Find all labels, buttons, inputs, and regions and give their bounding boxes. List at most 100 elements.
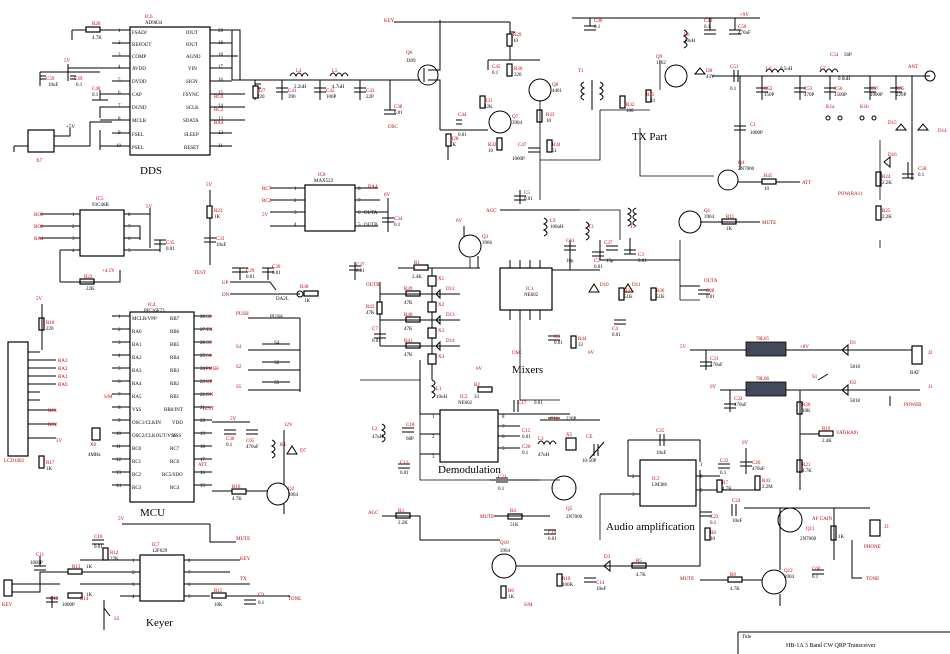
svg-text:RC1: RC1 xyxy=(132,460,142,465)
svg-text:R24: R24 xyxy=(882,175,891,180)
svg-text:470P: 470P xyxy=(804,93,815,98)
svg-text:R8: R8 xyxy=(710,531,716,536)
svg-text:CAP: CAP xyxy=(132,93,142,98)
svg-text:R22: R22 xyxy=(84,275,93,280)
svg-text:0.1: 0.1 xyxy=(492,71,499,76)
svg-text:IC1: IC1 xyxy=(526,287,534,292)
svg-text:C5: C5 xyxy=(524,191,530,196)
svg-text:RC2: RC2 xyxy=(262,199,272,204)
svg-text:KEY: KEY xyxy=(384,19,395,24)
svg-text:Q3: Q3 xyxy=(482,235,489,240)
svg-text:RC7: RC7 xyxy=(170,447,180,452)
svg-text:DGND: DGND xyxy=(132,106,147,111)
svg-text:R17: R17 xyxy=(46,461,55,466)
svg-text:0.1: 0.1 xyxy=(704,25,711,30)
svg-text:D14: D14 xyxy=(446,339,455,344)
svg-text:R21: R21 xyxy=(802,463,811,468)
svg-text:TX: TX xyxy=(240,577,247,582)
svg-text:C26: C26 xyxy=(752,461,761,466)
svg-text:C49: C49 xyxy=(704,19,713,24)
c40-label: C40 xyxy=(92,87,101,92)
svg-text:3904: 3904 xyxy=(784,575,795,580)
mcu-section-label: MCU xyxy=(140,507,165,519)
svg-text:5V: 5V xyxy=(262,213,269,218)
tx-section-label: TX Part xyxy=(632,131,667,143)
svg-text:DN: DN xyxy=(222,293,230,298)
svg-text:R16: R16 xyxy=(232,485,241,490)
svg-text:4.7K: 4.7K xyxy=(730,587,740,592)
svg-text:3906: 3906 xyxy=(482,241,493,246)
svg-text:D8: D8 xyxy=(706,69,713,74)
svg-text:Q10: Q10 xyxy=(500,541,509,546)
svg-text:2: 2 xyxy=(632,475,635,480)
tx-driver: R29 10 C45 0.1 R30 220 Q8 4401 R31 22K Q… xyxy=(440,22,563,162)
svg-text:0.1: 0.1 xyxy=(918,173,925,178)
svg-text:6V: 6V xyxy=(384,193,391,198)
svg-text:IC2: IC2 xyxy=(460,395,468,400)
svg-text:11: 11 xyxy=(116,445,121,450)
svg-text:R14: R14 xyxy=(80,597,89,602)
svg-text:2: 2 xyxy=(432,435,435,440)
svg-text:RA0: RA0 xyxy=(58,383,68,388)
svg-text:3904: 3904 xyxy=(704,215,715,220)
svg-text:R13: R13 xyxy=(72,565,81,570)
svg-text:C12: C12 xyxy=(50,597,59,602)
svg-text:DN: DN xyxy=(206,393,214,398)
svg-text:10uH: 10uH xyxy=(436,395,448,400)
svg-text:D7: D7 xyxy=(300,449,307,454)
dds-section: IC6 AD9834 FSADJ REFOUT COMP AVDD DVDD C… xyxy=(13,15,245,177)
svg-text:C7: C7 xyxy=(372,327,378,332)
svg-text:5: 5 xyxy=(128,249,131,254)
svg-text:220P: 220P xyxy=(566,417,577,422)
svg-text:C15: C15 xyxy=(522,429,531,434)
svg-text:Q9: Q9 xyxy=(656,55,663,60)
svg-text:10uH: 10uH xyxy=(684,39,696,44)
svg-text:78L05: 78L05 xyxy=(756,337,770,342)
svg-text:AF GAIN: AF GAIN xyxy=(812,517,833,522)
crystal-ladder: X1 X2 X3 X4 D12 D13 D14 R39 47K R40 47K … xyxy=(366,268,460,380)
ic4-pic16f73 xyxy=(129,311,195,503)
r26-value: 4.7K xyxy=(92,36,102,41)
svg-text:0.01: 0.01 xyxy=(554,341,563,346)
svg-text:14: 14 xyxy=(116,484,122,489)
svg-text:X6: X6 xyxy=(90,443,97,448)
svg-text:5V: 5V xyxy=(206,183,213,188)
svg-text:3: 3 xyxy=(132,583,135,588)
svg-text:1K: 1K xyxy=(508,595,515,600)
svg-text:10p: 10p xyxy=(566,259,574,264)
svg-text:10: 10 xyxy=(488,149,494,154)
svg-text:C31: C31 xyxy=(710,357,719,362)
svg-text:15: 15 xyxy=(200,484,206,489)
svg-text:CE: CE xyxy=(586,435,592,440)
c39-value: 0.1 xyxy=(76,83,83,88)
svg-text:0.1: 0.1 xyxy=(720,471,727,476)
svg-text:1: 1 xyxy=(700,463,703,468)
svg-text:AGC: AGC xyxy=(368,511,379,516)
svg-text:RA2: RA2 xyxy=(132,356,142,361)
svg-text:RA4: RA4 xyxy=(368,185,378,190)
svg-text:L2: L2 xyxy=(372,427,378,432)
svg-text:RB2: RB2 xyxy=(170,382,180,387)
svg-text:27: 27 xyxy=(200,328,206,333)
svg-text:10K: 10K xyxy=(802,409,811,414)
svg-text:IC3: IC3 xyxy=(652,477,660,482)
phone-jack xyxy=(869,519,881,537)
svg-text:10: 10 xyxy=(764,187,770,192)
svg-text:VSS: VSS xyxy=(132,408,141,413)
svg-text:C25: C25 xyxy=(656,429,665,434)
svg-text:0.5uH: 0.5uH xyxy=(780,67,793,72)
svg-text:REFOUT: REFOUT xyxy=(132,43,151,48)
svg-text:0.1: 0.1 xyxy=(258,601,265,606)
dds-rc0: RC0 xyxy=(214,95,224,100)
svg-text:1000P: 1000P xyxy=(30,561,43,566)
svg-text:TX: TX xyxy=(206,328,213,333)
svg-text:C45: C45 xyxy=(492,65,501,70)
svg-text:2: 2 xyxy=(294,199,297,204)
ic2-ne602 xyxy=(439,409,499,463)
svg-text:1162: 1162 xyxy=(656,61,666,66)
svg-text:6: 6 xyxy=(502,435,505,440)
svg-text:R23: R23 xyxy=(214,209,223,214)
reg-78l05 xyxy=(745,341,787,357)
svg-text:3904: 3904 xyxy=(288,493,299,498)
